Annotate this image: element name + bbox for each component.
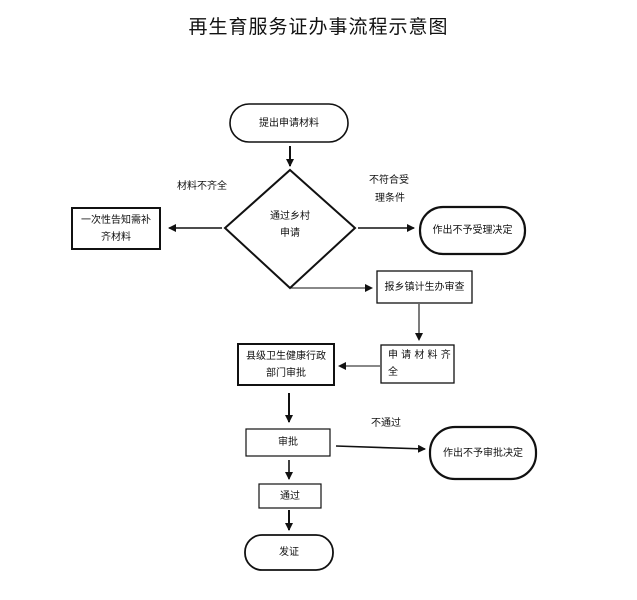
start-node: 提出申请材料 — [230, 104, 348, 142]
reject-approve-label: 作出不予审批决定 — [443, 447, 523, 459]
materials-complete-shape — [380, 344, 455, 384]
issue-node: 发证 — [245, 535, 333, 570]
approve-label: 审批 — [278, 437, 298, 448]
reject-accept-node: 作出不予受理决定 — [420, 207, 525, 254]
township-review-shape — [376, 270, 473, 304]
county-review-label-1: 县级卫生健康行政 — [246, 350, 326, 362]
county-review-node: 县级卫生健康行政 部门审批 — [238, 344, 334, 385]
arrow-approve-to-reject — [335, 444, 426, 453]
passed-label: 通过 — [280, 490, 300, 502]
notify-label-1: 一次性告知需补 — [81, 214, 151, 226]
issue-label: 发证 — [279, 547, 299, 558]
notify-shape — [71, 207, 161, 250]
reject-accept-label: 作出不予受理决定 — [432, 225, 513, 236]
county-review-label-2: 部门审批 — [266, 367, 306, 379]
notify-node: 一次性告知需补 齐材料 — [72, 208, 160, 249]
start-label: 提出申请材料 — [259, 117, 319, 129]
notify-label-2: 齐材料 — [101, 231, 131, 243]
decision-label-2: 申请 — [280, 228, 300, 239]
passed-node: 通过 — [259, 484, 321, 508]
start-shape — [229, 103, 349, 143]
reject-approve-shape — [428, 425, 538, 481]
edge-label-not-meet-1: 不符合受 — [369, 175, 409, 186]
township-review-label: 报乡镇计生办审查 — [384, 281, 465, 293]
county-review-shape — [237, 343, 335, 386]
reject-accept-shape — [418, 205, 527, 256]
materials-complete-label-2: 全 — [388, 367, 398, 378]
edge-label-not-meet-2: 理条件 — [375, 193, 405, 204]
decision-node: 通过乡村 申请 — [245, 203, 335, 247]
approve-node: 审批 — [246, 429, 330, 456]
materials-complete-node: 申 请 材 料 齐 全 — [381, 345, 454, 383]
township-review-node: 报乡镇计生办审查 — [377, 271, 472, 303]
edge-label-not-pass: 不通过 — [371, 418, 401, 429]
issue-shape — [244, 534, 334, 571]
materials-complete-label-1: 申 请 材 料 齐 — [388, 350, 451, 361]
decision-label-1: 通过乡村 — [270, 211, 310, 222]
edge-label-incomplete: 材料不齐全 — [177, 181, 227, 192]
page-title: 再生育服务证办事流程示意图 — [188, 16, 449, 38]
passed-shape — [258, 483, 322, 509]
approve-shape — [245, 428, 331, 457]
reject-approve-node: 作出不予审批决定 — [430, 427, 536, 479]
